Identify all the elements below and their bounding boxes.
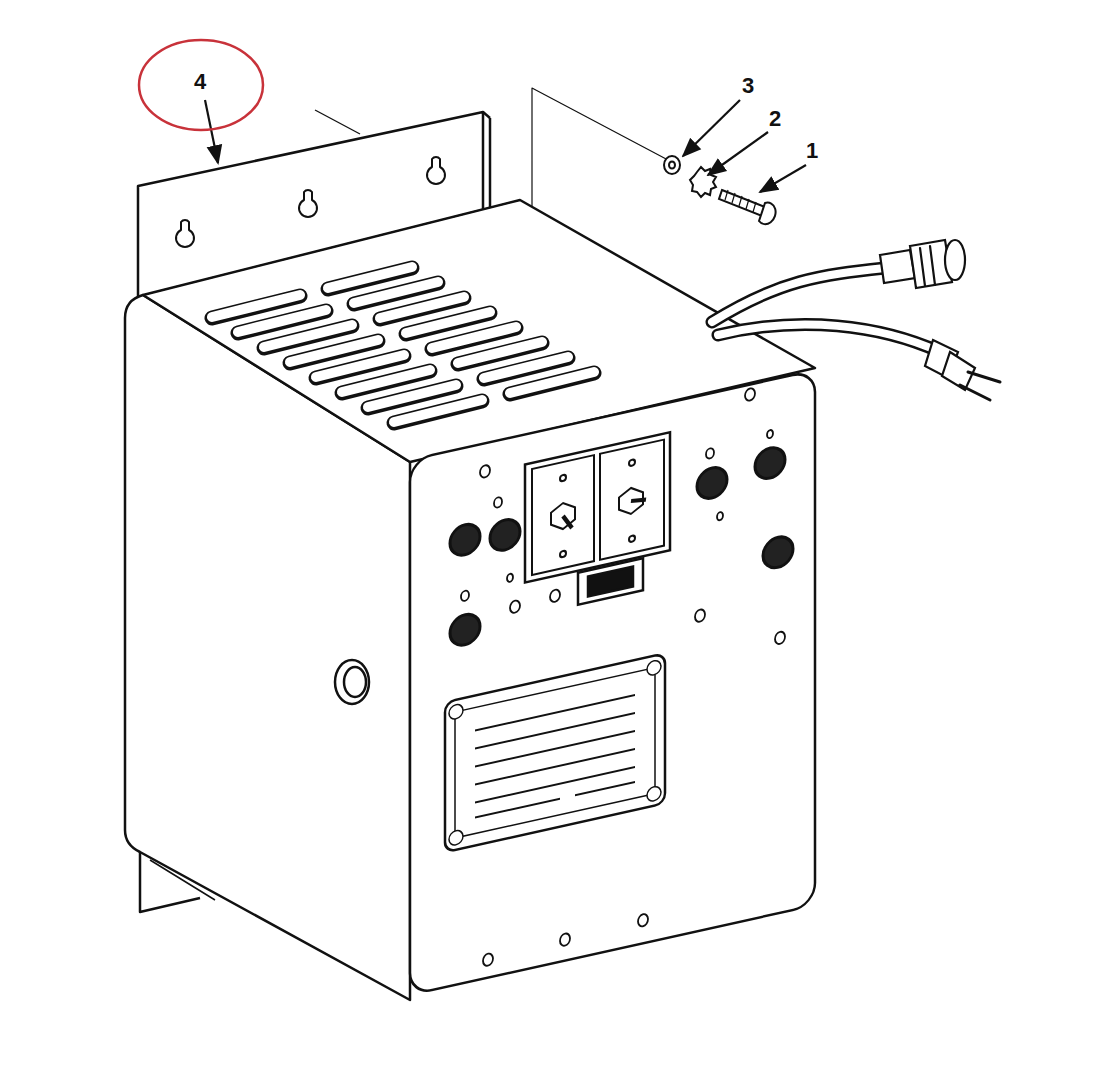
power-cables [712, 240, 1000, 400]
projection-line [315, 110, 360, 134]
vent-slot-face [458, 342, 542, 363]
vent-slot-face [380, 297, 464, 318]
callout-number: 3 [742, 75, 754, 97]
vent-slot-face [238, 310, 326, 332]
vent-slot-face [394, 400, 482, 422]
vent-slot [394, 401, 482, 423]
vent-slot-face [432, 327, 516, 348]
vent-slot-face [290, 340, 378, 362]
callout-number: 2 [769, 108, 781, 130]
vent-slot-face [342, 370, 430, 392]
vent-slot-face [316, 355, 404, 377]
vent-slot-face [264, 325, 352, 347]
side-knob [335, 660, 369, 704]
vent-slot-face [354, 282, 438, 303]
leader-lines [205, 100, 806, 192]
vent-slots [212, 267, 594, 423]
projection-line [532, 88, 668, 232]
callout-number: 1 [806, 140, 818, 162]
vent-slot-face [406, 312, 490, 333]
vent-slot-face [484, 357, 568, 378]
vent-slot-face [328, 267, 412, 288]
highlight-circle [139, 40, 263, 130]
callout-number: 4 [194, 71, 206, 93]
vent-slot-face [510, 372, 594, 393]
vent-slot-face [212, 295, 300, 317]
vent-slot [510, 373, 594, 394]
front-panel [410, 370, 815, 995]
vent-slot-face [368, 385, 456, 407]
